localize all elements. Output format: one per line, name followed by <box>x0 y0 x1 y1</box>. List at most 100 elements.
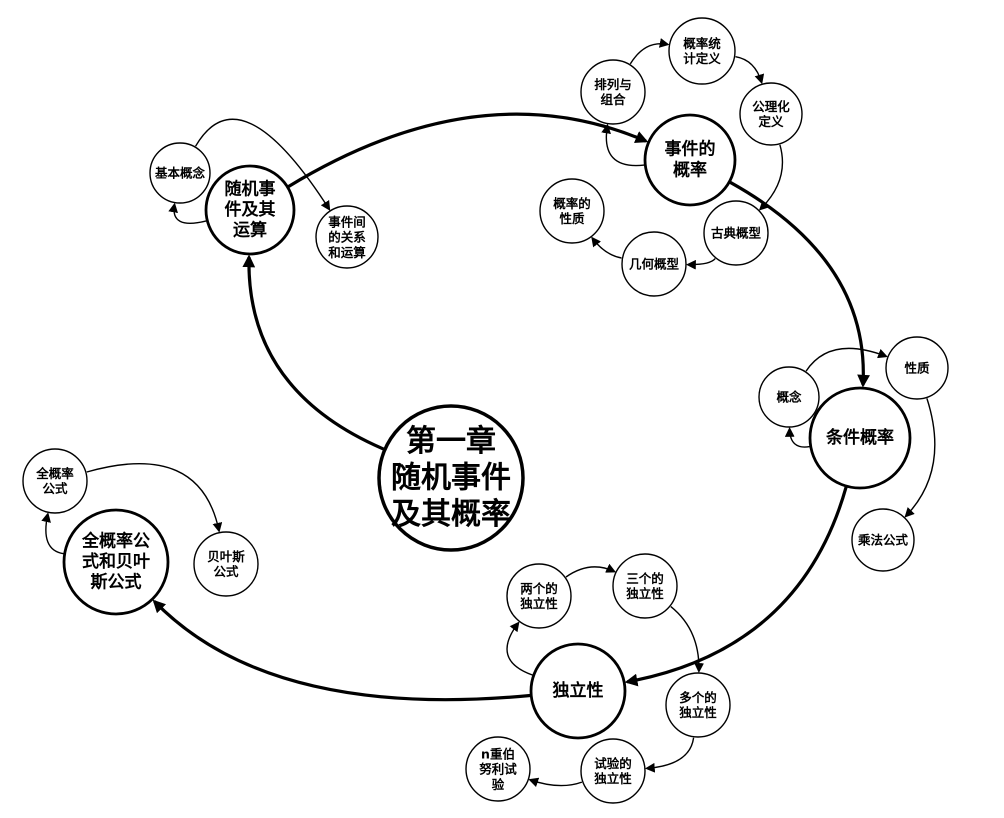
node-circle <box>739 82 803 146</box>
node-basic-concepts: 基本概念 <box>149 142 211 204</box>
node-label: 两个的 <box>520 581 558 596</box>
node-label: 三个的 <box>626 571 664 586</box>
edge-independence-to-total-bayes <box>152 599 531 702</box>
node-label: 基本概念 <box>154 166 206 181</box>
node-classical-model: 古典概型 <box>703 200 769 266</box>
nodes-layer: 第一章随机事件及其概率随机事件及其运算基本概念事件间的关系和运算事件的概率排列与… <box>22 17 949 804</box>
node-label: 公式 <box>42 481 68 496</box>
edge-cond-concept-to-cond-properties <box>805 347 888 372</box>
node-circle <box>758 366 820 428</box>
node-circle <box>668 17 736 85</box>
node-label: 全概率公 <box>81 530 150 551</box>
edge-center-to-random-events <box>242 254 385 451</box>
node-circle <box>193 531 259 597</box>
node-label: 独立性 <box>625 586 664 601</box>
node-label: 第一章 <box>406 424 496 459</box>
node-label: 斯公式 <box>91 572 142 593</box>
node-circle <box>22 448 88 514</box>
node-label: 式和贝叶 <box>82 551 150 572</box>
edge-multi-indep-to-trial-indep <box>644 737 695 773</box>
node-circle <box>506 563 572 629</box>
node-label: 运算 <box>233 220 267 241</box>
node-label: 概念 <box>776 390 802 405</box>
node-label: 贝叶斯 <box>207 549 245 564</box>
node-label: 事件的 <box>665 139 716 160</box>
node-label: 性质 <box>903 361 930 376</box>
edge-basic-concepts-to-event-relations <box>194 118 331 211</box>
node-label: 定义 <box>757 114 784 129</box>
node-label: 概率统 <box>683 36 721 51</box>
node-label: 独立性 <box>553 680 604 701</box>
node-geometric-model: 几何概型 <box>621 231 687 297</box>
node-independence: 独立性 <box>529 642 627 740</box>
node-label: 验 <box>492 777 505 792</box>
edge-total-bayes-to-total-prob <box>41 512 64 555</box>
node-label: 及其概率 <box>391 497 511 532</box>
node-label: 随机事件 <box>391 461 511 496</box>
edge-permutation-to-statistical-def <box>629 38 670 65</box>
edge-classical-model-to-geometric-model <box>686 258 716 270</box>
node-label: 事件间 <box>328 214 366 229</box>
edge-two-indep-to-three-indep <box>565 563 617 578</box>
node-label: 组合 <box>600 92 626 107</box>
node-label: 独立性 <box>593 771 632 786</box>
node-label: 几何概型 <box>629 257 680 272</box>
node-label: 概率的 <box>553 196 591 211</box>
node-multiplication: 乘法公式 <box>851 508 915 572</box>
edge-conditional-prob-to-independence <box>624 486 848 687</box>
node-circle <box>580 59 646 125</box>
node-circle <box>149 142 211 204</box>
node-label: 排列与 <box>594 77 632 92</box>
node-cond-properties: 性质 <box>885 336 949 400</box>
node-circle <box>377 404 525 552</box>
node-circle <box>643 113 737 207</box>
node-label: 古典概型 <box>711 226 762 241</box>
node-circle <box>204 164 296 256</box>
node-label: 条件概率 <box>825 427 894 448</box>
edge-trial-indep-to-bernoulli <box>528 777 583 788</box>
node-circle <box>62 508 170 616</box>
node-circle <box>808 386 912 490</box>
node-cond-concept: 概念 <box>758 366 820 428</box>
node-label: 随机事 <box>225 178 276 199</box>
edge-independence-to-two-indep <box>506 621 533 676</box>
node-circle <box>539 178 605 244</box>
edge-random-events-to-event-probability <box>287 112 649 188</box>
node-circle <box>529 642 627 740</box>
node-label: 性质 <box>558 211 585 226</box>
node-label: 件及其 <box>225 199 276 220</box>
node-circle <box>665 672 731 738</box>
edge-geometric-model-to-prob-properties <box>591 236 622 259</box>
node-label: 多个的 <box>679 690 717 705</box>
node-circle <box>851 508 915 572</box>
node-circle <box>580 738 646 804</box>
node-label: 乘法公式 <box>857 533 909 548</box>
node-label: 努利试 <box>478 762 517 777</box>
edge-cond-properties-to-multiplication <box>904 398 936 518</box>
node-circle <box>703 200 769 266</box>
node-label: 独立性 <box>678 705 717 720</box>
edge-statistical-def-to-axiomatic-def <box>735 56 765 85</box>
node-circle <box>465 736 531 802</box>
node-label: 的关系 <box>328 230 366 245</box>
node-label: n重伯 <box>481 746 515 761</box>
node-label: 公理化 <box>752 99 790 114</box>
node-label: 全概率 <box>35 466 74 481</box>
node-label: 概率 <box>673 159 707 180</box>
node-circle <box>621 231 687 297</box>
